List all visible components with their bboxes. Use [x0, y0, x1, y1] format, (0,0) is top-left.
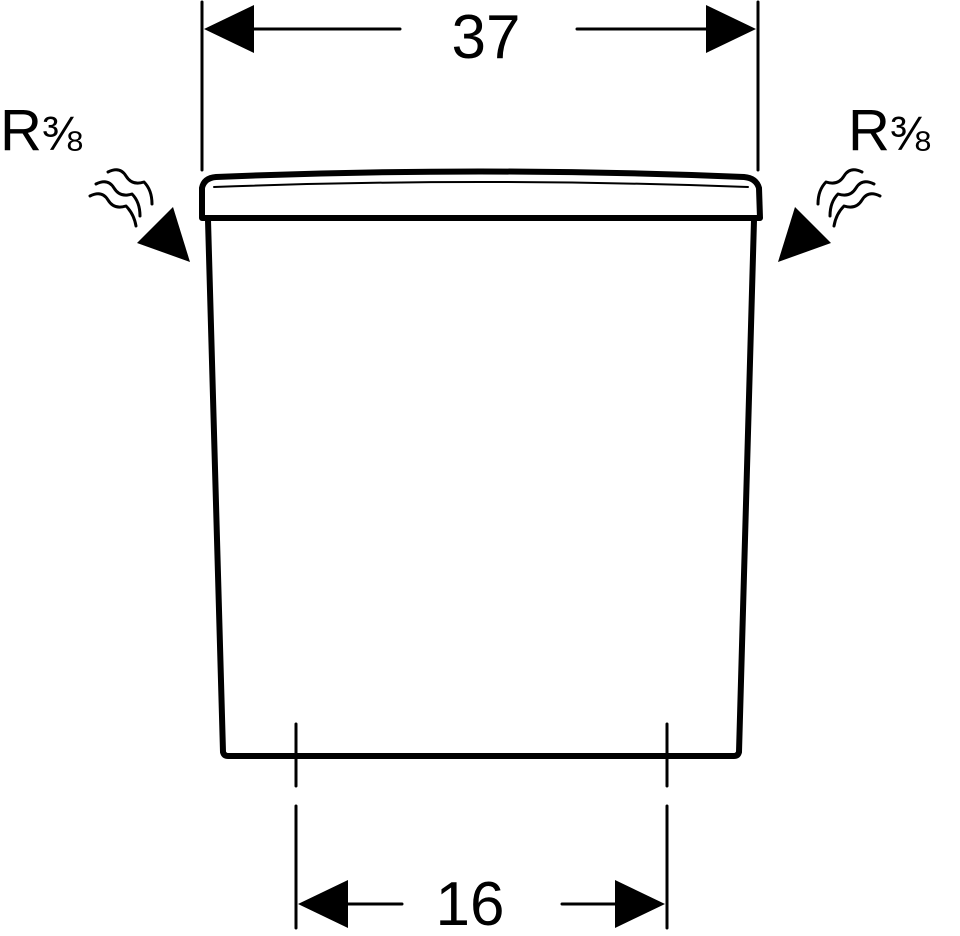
dimension-top-width: 37	[200, 0, 760, 172]
connection-right: R⅜	[778, 98, 931, 262]
cistern-tank	[205, 217, 757, 759]
connection-left: R⅜	[0, 98, 190, 262]
thread-label-left: R⅜	[0, 98, 83, 163]
thread-label-right: R⅜	[848, 98, 931, 163]
arrowhead-right	[615, 880, 665, 928]
arrowhead-left	[298, 880, 348, 928]
arrowhead-right	[706, 5, 756, 53]
dimension-bottom-value: 16	[436, 870, 505, 936]
dimension-top-value: 37	[452, 3, 521, 72]
cistern-lid	[199, 168, 763, 221]
cistern-lid-edge	[213, 181, 749, 188]
arrowhead-left	[204, 5, 254, 53]
water-inlet-arrow-icon	[88, 168, 190, 262]
water-inlet-arrow-icon	[778, 168, 882, 262]
dimension-bottom-width: 16	[294, 722, 669, 936]
cistern-outline	[199, 168, 763, 759]
